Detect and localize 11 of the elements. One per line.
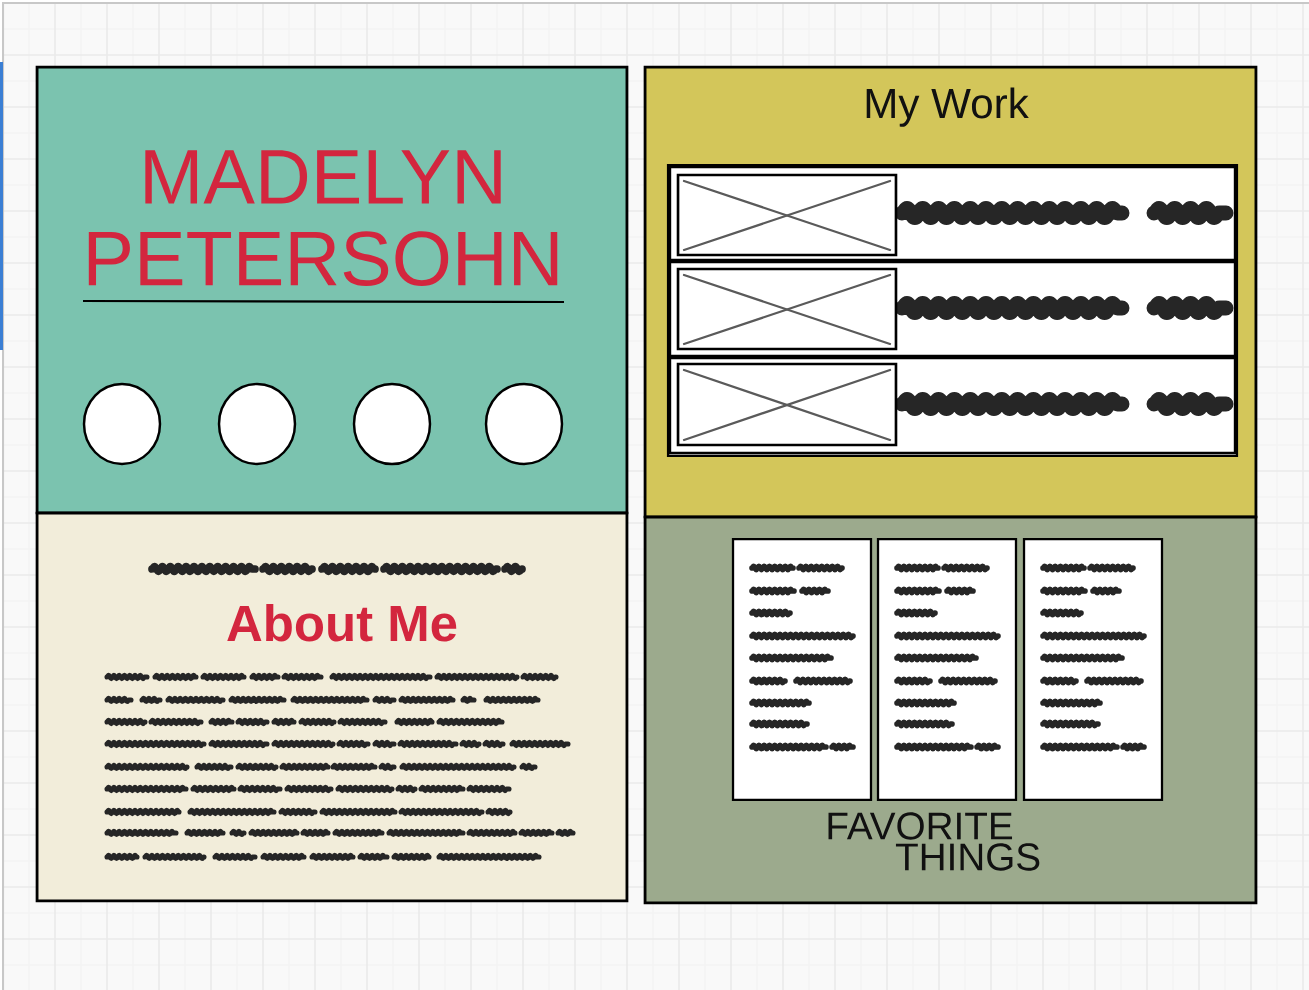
section-heading: FAVORITE THINGS	[828, 812, 1040, 871]
circle-placeholder	[352, 382, 432, 466]
name-heading: MADELYN PETERSOHN	[88, 150, 558, 286]
circle-placeholder	[484, 382, 564, 466]
image-placeholder	[676, 362, 898, 447]
section-heading: About Me	[227, 604, 457, 642]
section-heading: My Work	[866, 87, 1029, 127]
circle-placeholder	[217, 382, 297, 466]
image-placeholder	[676, 173, 898, 257]
image-placeholder	[676, 267, 898, 351]
circle-placeholder	[82, 382, 162, 466]
